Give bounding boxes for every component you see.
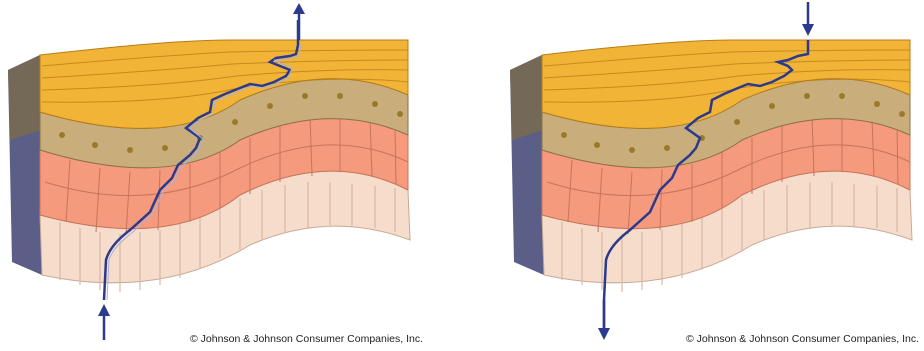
arrow-up-top-icon — [293, 3, 305, 40]
right-panel: © Johnson & Johnson Consumer Companies, … — [462, 0, 924, 351]
skin-cross-section-right — [462, 0, 924, 351]
left-panel: © Johnson & Johnson Consumer Companies, … — [0, 0, 462, 351]
copyright-credit: © Johnson & Johnson Consumer Companies, … — [190, 333, 423, 345]
arrow-up-bottom-icon — [98, 304, 110, 340]
copyright-credit: © Johnson & Johnson Consumer Companies, … — [686, 333, 919, 345]
skin-cross-section-left — [0, 0, 462, 351]
arrow-down-top-icon — [802, 2, 814, 36]
arrow-down-bottom-icon — [598, 300, 610, 340]
